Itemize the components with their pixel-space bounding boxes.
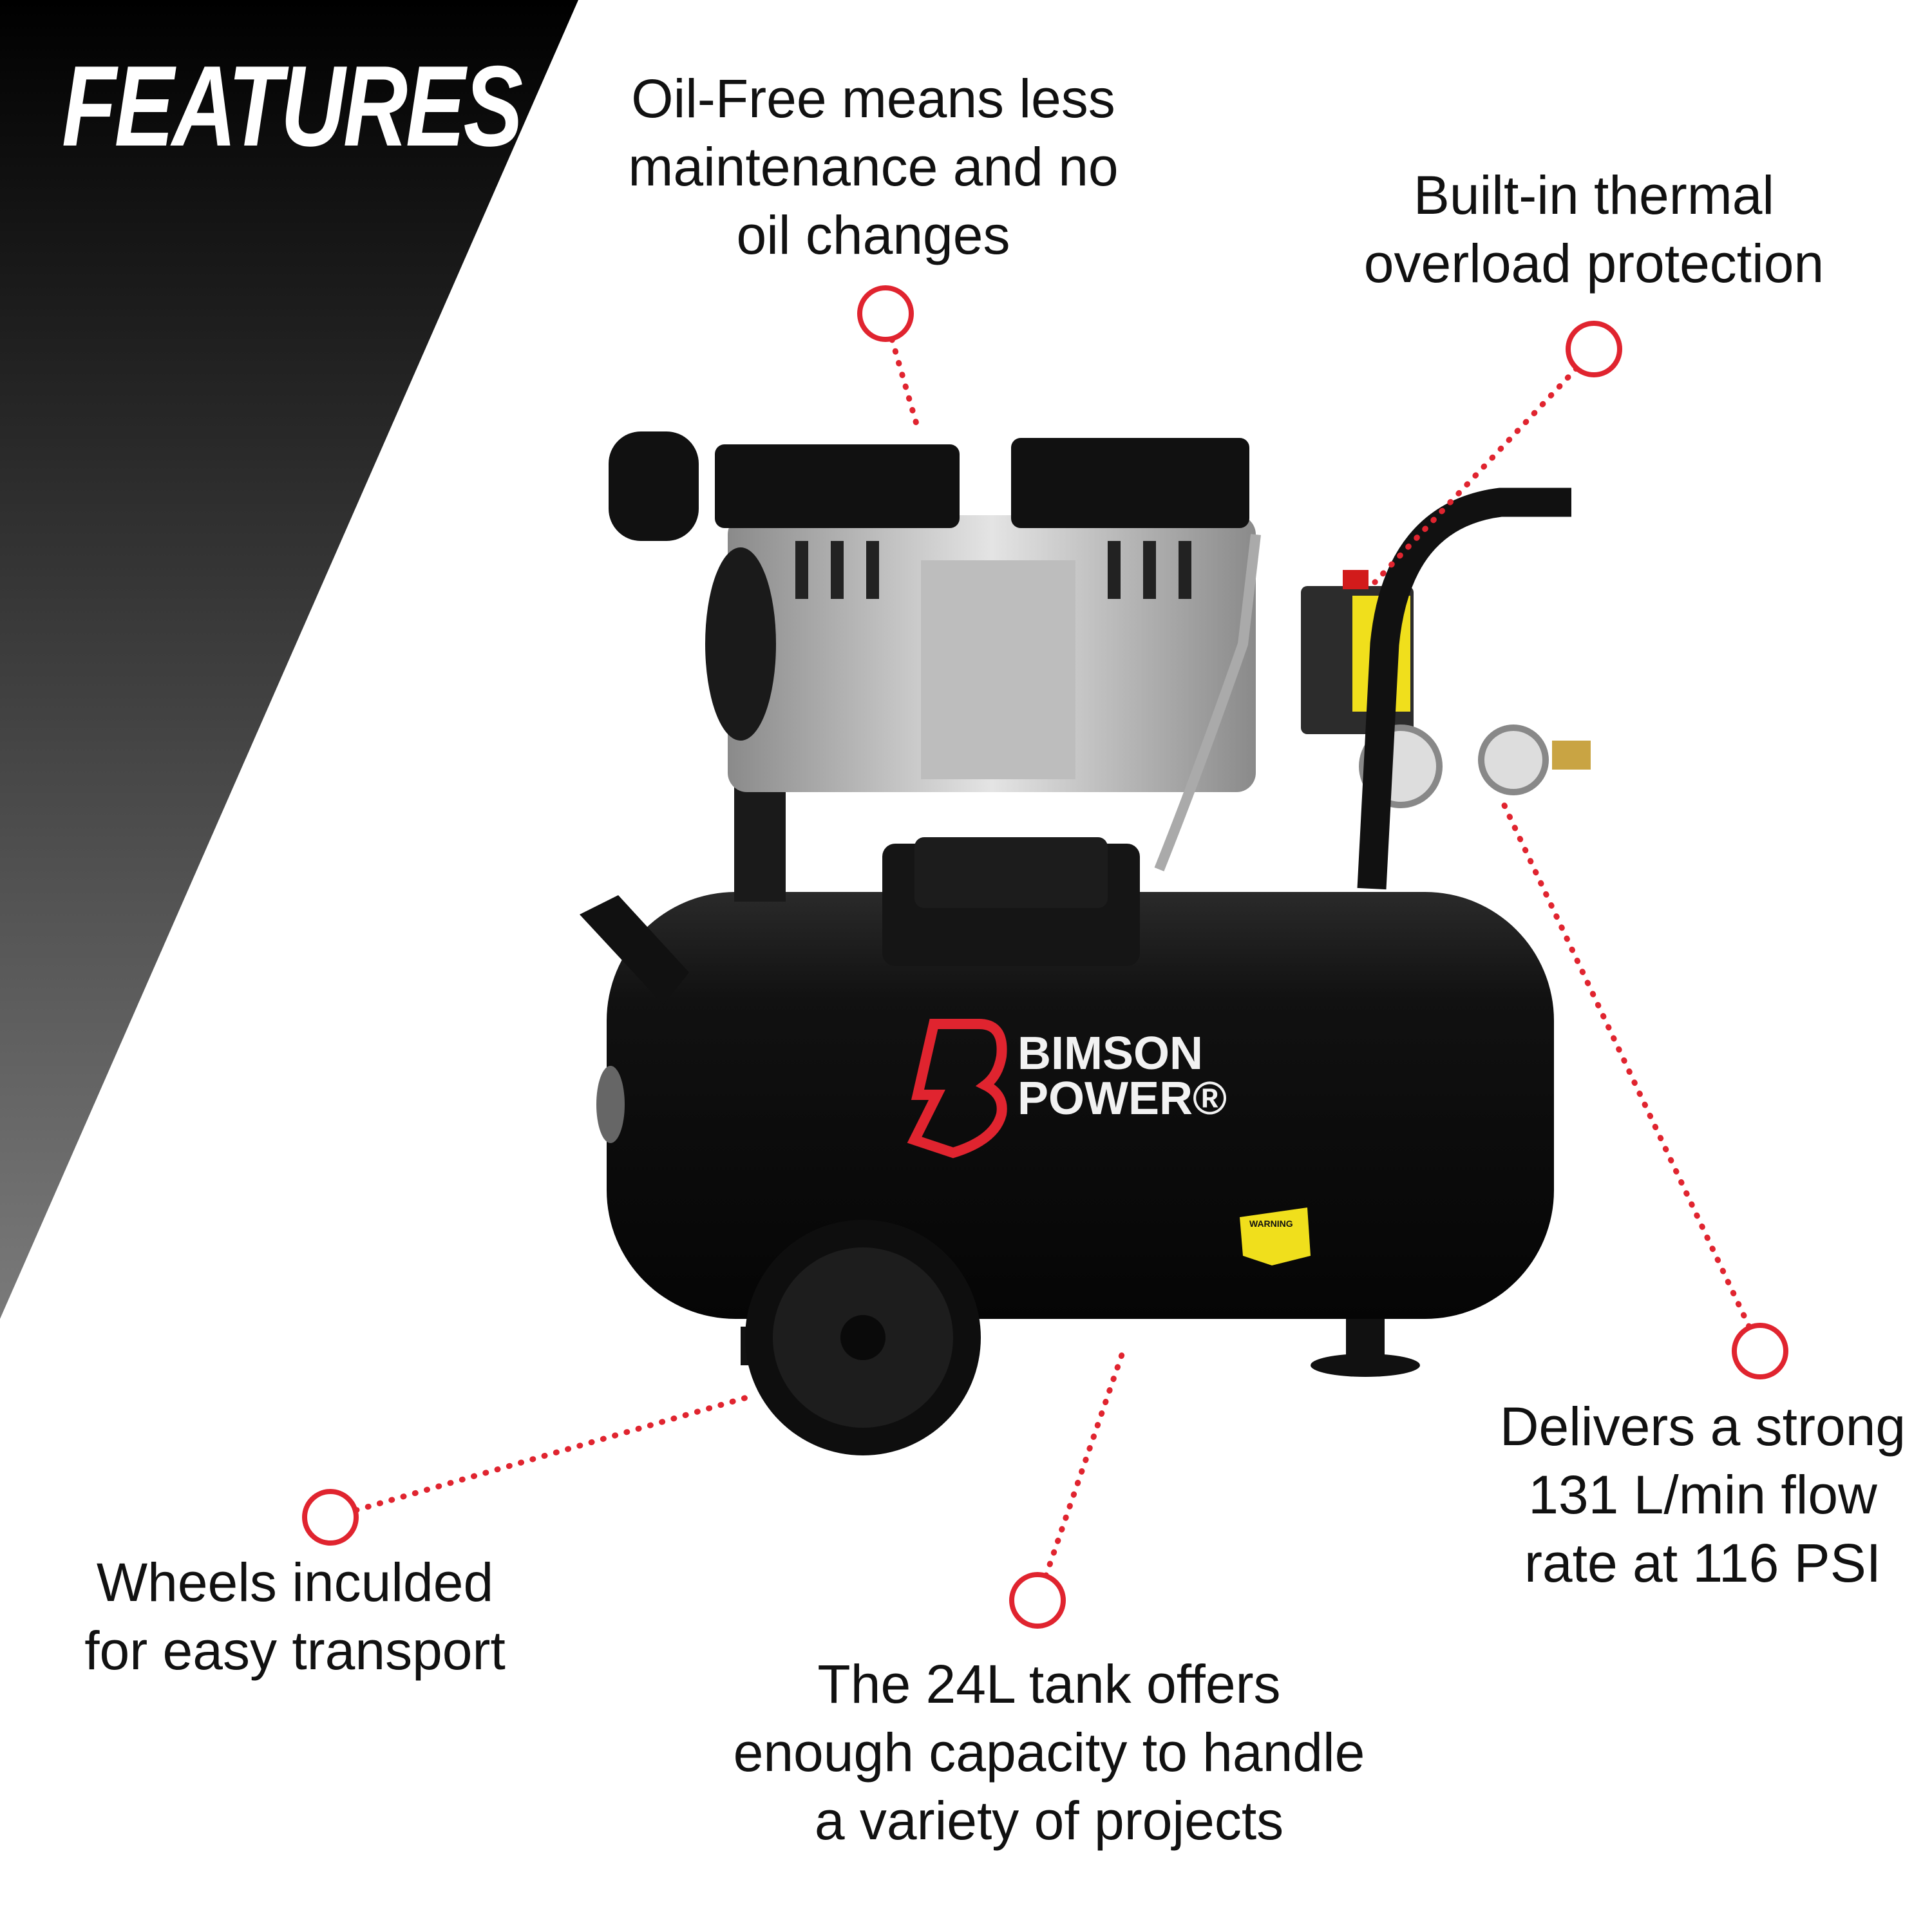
diagonal-panel — [0, 0, 578, 1319]
feature-line: Wheels inculded — [96, 1552, 494, 1613]
warning-label: WARNING — [1249, 1218, 1293, 1229]
callout-marker-oil-free — [857, 285, 914, 342]
feature-wheels: Wheels inculded for easy transport — [84, 1548, 506, 1685]
callout-marker-tank — [1009, 1572, 1066, 1629]
leader-flow — [1498, 795, 1752, 1330]
air-compressor-image: BIMSON POWER® WARNING — [580, 431, 1591, 1455]
feature-line: overload protection — [1363, 233, 1824, 294]
feature-line: Delivers a strong — [1499, 1396, 1906, 1457]
feature-oil-free: Oil-Free means less maintenance and no o… — [628, 64, 1118, 269]
callout-marker-wheels — [302, 1489, 359, 1546]
leader-wheels — [353, 1394, 752, 1513]
feature-line: 131 L/min flow — [1528, 1464, 1877, 1525]
feature-line: The 24L tank offers — [817, 1654, 1281, 1714]
brand-logo-icon — [907, 1019, 1007, 1159]
brand-logo-line1: BIMSON — [1018, 1028, 1203, 1079]
feature-flow: Delivers a strong 131 L/min flow rate at… — [1500, 1392, 1906, 1597]
leader-tank — [1043, 1344, 1128, 1579]
page-title: FEATURES — [62, 42, 523, 170]
leader-thermal — [1372, 365, 1580, 585]
callout-marker-flow — [1732, 1323, 1788, 1379]
callout-marker-thermal — [1566, 321, 1622, 377]
feature-tank: The 24L tank offers enough capacity to h… — [734, 1650, 1365, 1855]
feature-line: oil changes — [736, 205, 1010, 265]
feature-line: for easy transport — [84, 1620, 506, 1681]
feature-line: enough capacity to handle — [733, 1722, 1365, 1783]
feature-line: maintenance and no — [628, 137, 1119, 197]
brand-logo-line2: POWER® — [1018, 1073, 1227, 1124]
feature-thermal: Built-in thermal overload protection — [1364, 161, 1824, 298]
leader-oil-free — [889, 336, 920, 427]
feature-line: Built-in thermal — [1413, 165, 1775, 225]
feature-line: a variety of projects — [814, 1790, 1284, 1851]
feature-line: rate at 116 PSI — [1524, 1533, 1882, 1593]
feature-line: Oil-Free means less — [631, 68, 1115, 129]
